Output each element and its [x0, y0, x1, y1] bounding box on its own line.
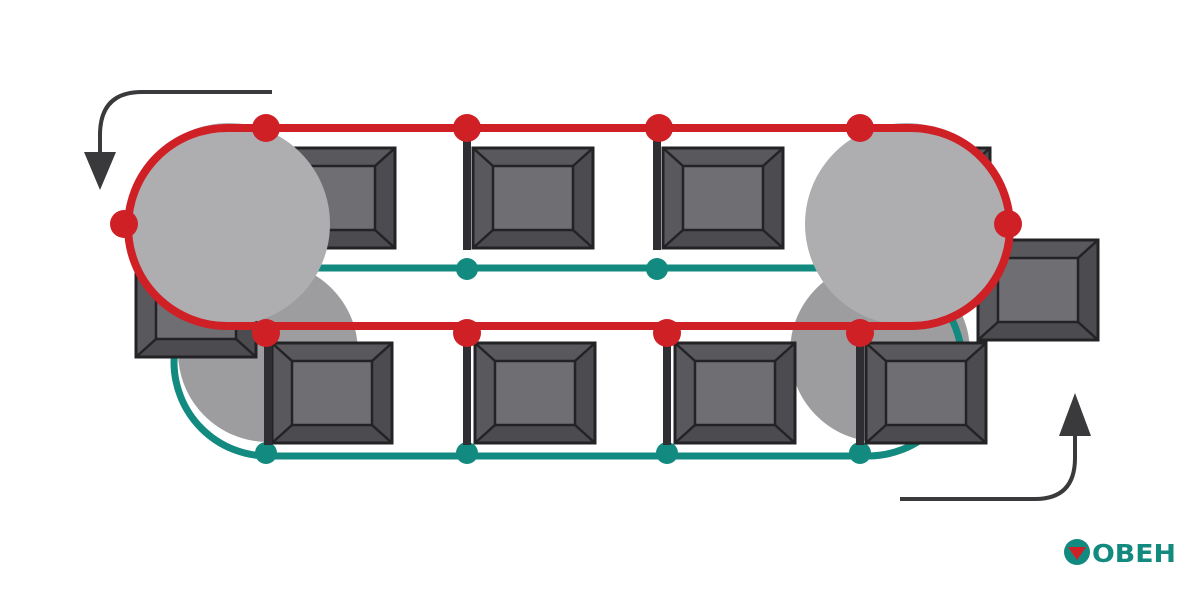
front-chain-joint — [846, 114, 874, 142]
front-chain — [124, 124, 1014, 330]
rear-chain-joint — [849, 442, 871, 464]
rear-chain-joints — [255, 258, 871, 464]
company-logo: ОВЕН — [1064, 539, 1176, 566]
rear-chain-joint — [255, 442, 277, 464]
logo-mark-icon — [1064, 539, 1090, 565]
front-chain-joint — [653, 319, 681, 347]
front-chain-group — [110, 114, 1022, 347]
front-sprocket-right — [805, 123, 1007, 325]
front-chain-joint — [994, 210, 1022, 238]
front-chain-joints — [110, 114, 1022, 347]
front-chain-joint — [453, 319, 481, 347]
front-chain-joint — [645, 114, 673, 142]
front-chain-joint — [252, 319, 280, 347]
front-sprockets — [128, 123, 1007, 325]
rear-chain-joint — [646, 258, 668, 280]
carrier-box — [473, 341, 597, 445]
carrier-box — [673, 341, 797, 445]
front-sprocket-left — [128, 123, 330, 325]
rear-chain-joint — [456, 258, 478, 280]
front-chain-joint — [846, 319, 874, 347]
rear-chain-joint — [456, 442, 478, 464]
curved-arrow-down-left-icon — [84, 90, 272, 190]
curved-arrow-up-right-icon — [900, 393, 1091, 501]
front-chain-joint — [453, 114, 481, 142]
logo-wordmark: ОВЕН — [1092, 539, 1176, 566]
hanger-rods — [264, 130, 864, 445]
carrier-box — [471, 146, 595, 250]
rear-chain-joint — [656, 442, 678, 464]
carrier-box — [864, 341, 988, 445]
carrier-box — [270, 341, 394, 445]
front-chain-joint — [110, 210, 138, 238]
front-chain-joint — [252, 114, 280, 142]
carrier-box — [661, 146, 785, 250]
